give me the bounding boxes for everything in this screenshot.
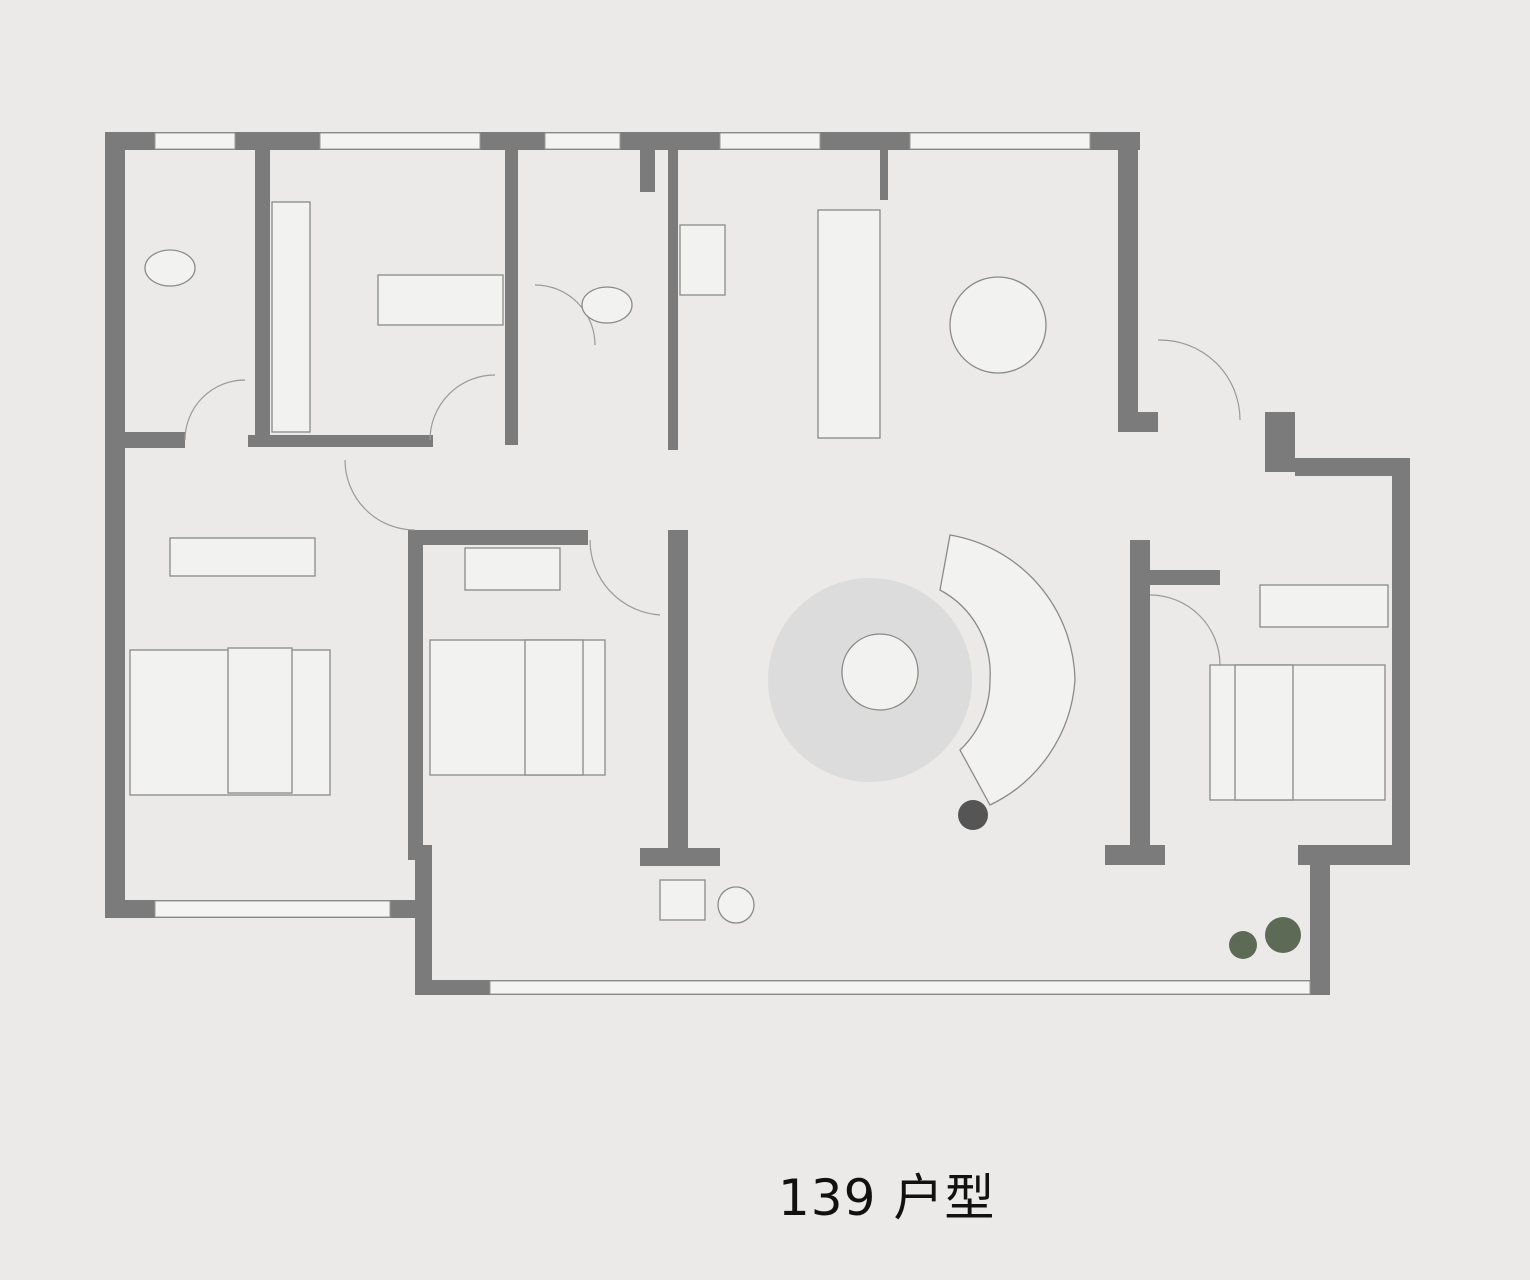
balcony-table (717, 886, 755, 924)
plant (1265, 917, 1301, 953)
wardrobe (271, 201, 311, 433)
toilet-1 (144, 249, 196, 287)
curved-sofa (939, 534, 1076, 806)
floor-plan-caption: 139 户型 (778, 1169, 996, 1227)
furniture (129, 201, 1389, 959)
doors (184, 284, 1241, 666)
windows (154, 132, 1311, 995)
coffee-table (841, 633, 919, 711)
toilet-2 (581, 286, 633, 324)
side-table (958, 800, 988, 830)
dining-table (949, 276, 1047, 374)
closet-second (464, 547, 561, 591)
closet-third (1259, 584, 1389, 628)
stove (679, 224, 726, 296)
desk (377, 274, 504, 326)
kitchen-island (817, 209, 881, 439)
balcony-chair (659, 879, 706, 921)
closet-master (169, 537, 316, 577)
